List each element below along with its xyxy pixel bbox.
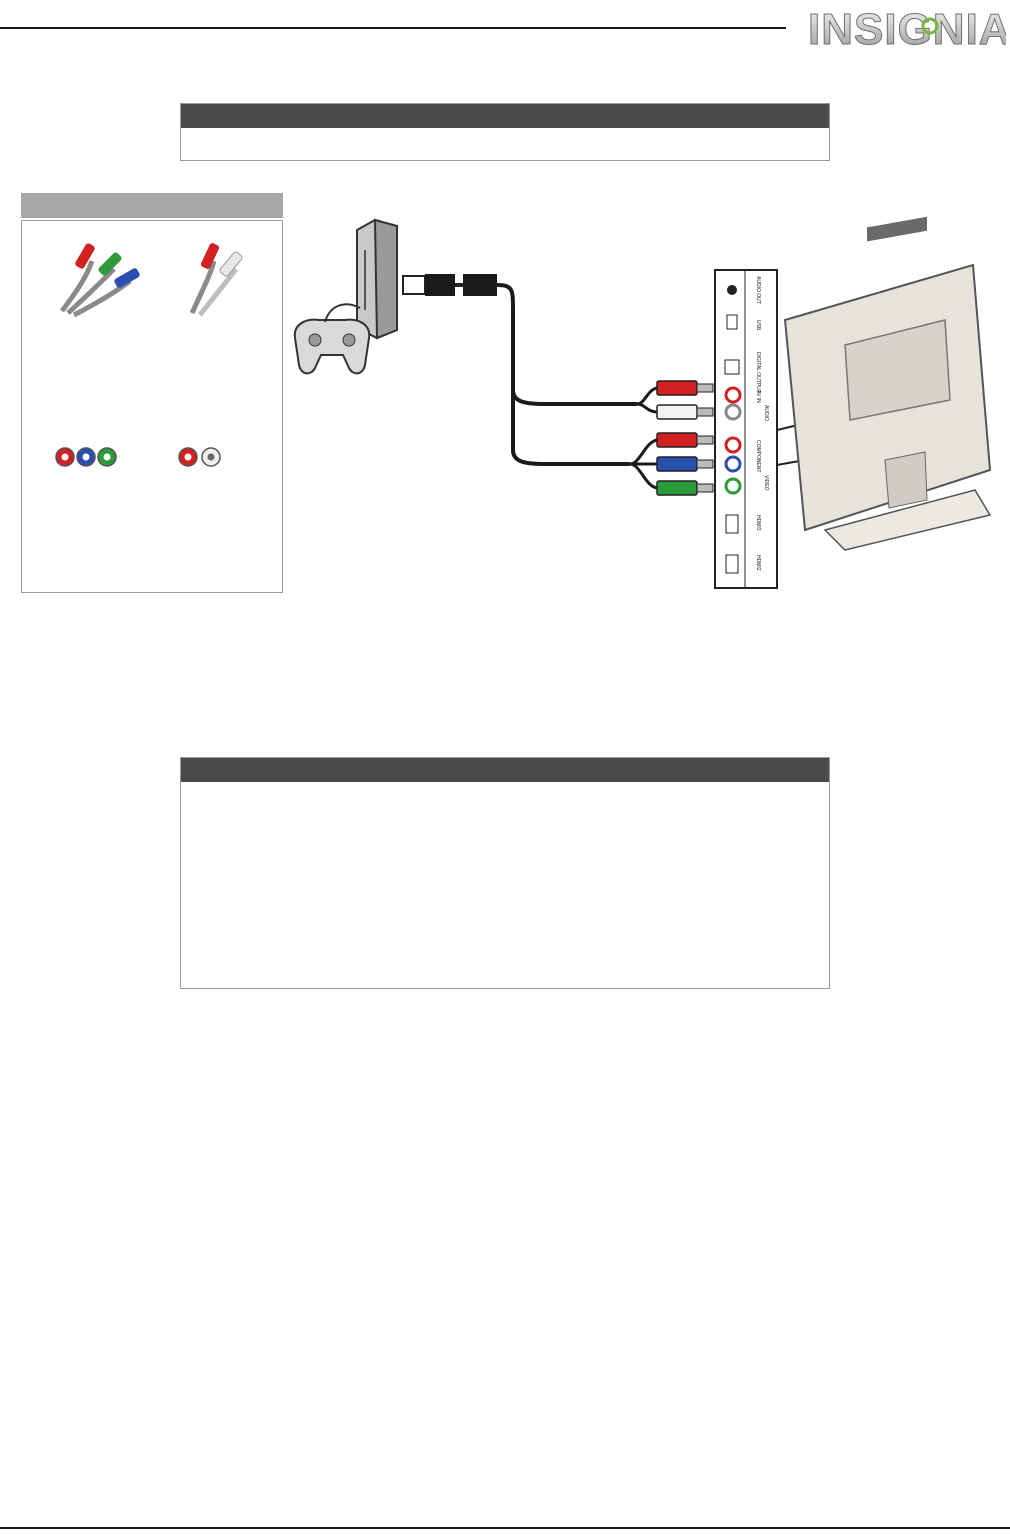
tv-jack-panel: AUDIO OUT USB DIGITAL OUTPUT AV IN AUDIO… xyxy=(714,269,778,589)
tv-rear-icon xyxy=(783,216,992,551)
jack-label-usb: USB xyxy=(755,320,761,331)
jack-label-component: COMPONENT xyxy=(755,440,761,473)
jack-label-video: VIDEO xyxy=(763,475,769,491)
audio-jacks-icon xyxy=(178,447,221,467)
game-controller-icon xyxy=(293,303,371,375)
jack-label-audio: AUDIO xyxy=(763,405,769,421)
component-jacks-icon xyxy=(55,447,117,467)
svg-text:INSIGNIA: INSIGNIA xyxy=(808,5,1006,50)
audio-cable-icon xyxy=(189,243,243,317)
jack-label-digital-output: DIGITAL OUTPUT xyxy=(755,352,761,393)
game-console-icon xyxy=(356,218,398,340)
av-adapter-cable xyxy=(402,274,637,466)
note-box-bottom-bar xyxy=(181,758,829,782)
connection-diagram: AUDIO OUT USB DIGITAL OUTPUT AV IN AUDIO… xyxy=(285,190,995,610)
audio-plugs xyxy=(636,380,714,420)
header-rule xyxy=(0,27,786,29)
brand-logo: INSIGNIA xyxy=(800,2,1007,51)
cable-panel-body xyxy=(21,220,283,593)
insignia-logo: INSIGNIA xyxy=(808,5,1007,51)
jack-label-audio-out: AUDIO OUT xyxy=(755,276,761,304)
jack-label-hdmi2: HDMI2 xyxy=(755,555,761,571)
component-cable-icon xyxy=(59,243,140,318)
cable-panel-header xyxy=(21,193,283,218)
note-box-bottom xyxy=(180,757,830,989)
footer-rule xyxy=(0,1527,1010,1529)
jack-label-av-in: AV IN xyxy=(755,390,761,403)
jack-label-hdmi3: HDMI3 xyxy=(755,515,761,531)
component-plugs xyxy=(629,432,714,496)
cable-panel xyxy=(21,193,283,593)
note-box-top xyxy=(180,103,830,161)
note-box-top-bar xyxy=(181,104,829,128)
